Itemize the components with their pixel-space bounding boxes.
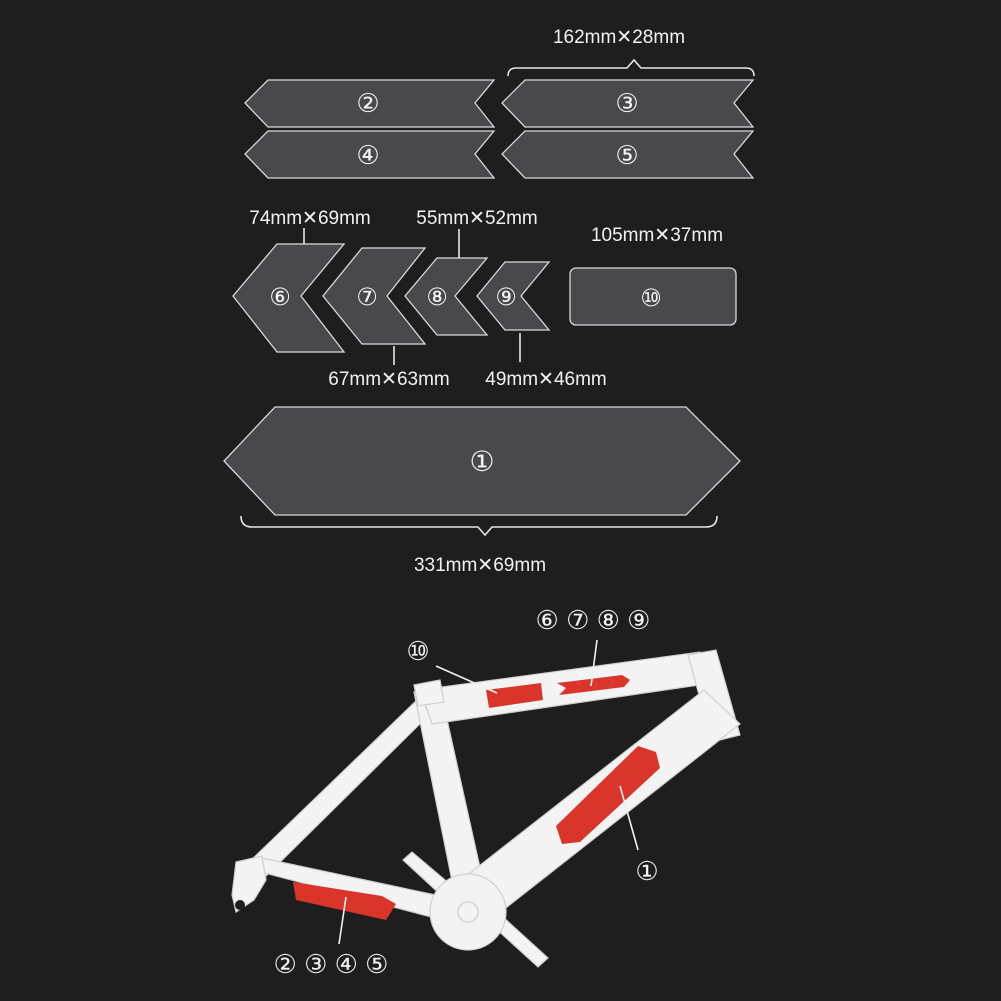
film-piece-1-label: ① [469,445,494,478]
piece-1-dimension-bracket [240,515,718,537]
bottom-bracket-bolt [457,901,479,923]
decal-top-tube-rect [486,683,543,708]
frame-label-down-tube: ① [635,856,658,886]
film-piece-5-label: ⑤ [615,141,638,171]
film-piece-10 [569,267,737,326]
top-tube [419,651,707,725]
frame-label-top-arrows: ⑥ ⑦ ⑧ ⑨ [536,605,651,635]
film-piece-6-label: ⑥ [269,283,291,311]
film-piece-3 [501,79,755,128]
chevron-group: ⑥ ⑦ ⑧ ⑨ ⑩ 74mm✕69mm 55mm✕52mm 105mm✕37mm… [232,208,737,390]
film-piece-2 [244,79,496,128]
film-piece-10-label: ⑩ [640,284,662,312]
piece-9-dimension: 49mm✕46mm [485,369,607,390]
piece-1-dimension: 331mm✕69mm [414,555,546,576]
film-piece-8 [404,257,489,336]
bike-frame: ⑥ ⑦ ⑧ ⑨ ⑩ ① ② ③ ④ ⑤ [231,605,741,979]
film-piece-9-label: ⑨ [495,283,517,311]
decal-down-tube [556,746,660,844]
film-piece-5 [501,130,755,179]
film-piece-6 [232,243,346,353]
decal-top-tube-chevrons [557,675,630,695]
strip-group: ② ③ ④ ⑤ 162mm✕28mm [244,27,755,179]
film-piece-2-label: ② [356,89,379,119]
frame-label-chainstay: ② ③ ④ ⑤ [274,949,389,979]
seat-stay [243,699,438,877]
piece-6-dimension: 74mm✕69mm [249,208,371,229]
frame-leader-10 [435,665,498,694]
film-piece-7-label: ⑦ [356,283,378,311]
film-piece-3-label: ③ [615,89,638,119]
film-piece-9 [476,261,551,331]
film-piece-4 [244,130,496,179]
film-piece-7 [322,247,427,345]
strip-dimension: 162mm✕28mm [553,27,685,48]
large-piece-group: ① 331mm✕69mm [223,406,741,576]
decal-chain-stay [293,882,396,920]
rear-dropout [231,855,267,913]
piece-7-dimension: 67mm✕63mm [328,369,450,390]
decal-chevron-8 [590,677,614,691]
frame-leader-chainstay [338,896,347,945]
frame-leader-chevrons [590,639,598,687]
frame-label-top-rect: ⑩ [406,636,429,666]
seat-clamp [413,679,445,707]
strip-dimension-bracket [507,58,755,77]
dropout-hole [235,900,245,910]
piece-8-dimension: 55mm✕52mm [416,208,538,229]
film-piece-8-label: ⑧ [426,283,448,311]
film-piece-1 [223,406,741,516]
decal-chevron-9 [606,675,630,689]
piece-10-dimension: 105mm✕37mm [591,225,723,246]
film-piece-4-label: ④ [356,141,379,171]
frame-leader-1 [619,785,639,851]
decal-chevron-6 [557,681,582,695]
